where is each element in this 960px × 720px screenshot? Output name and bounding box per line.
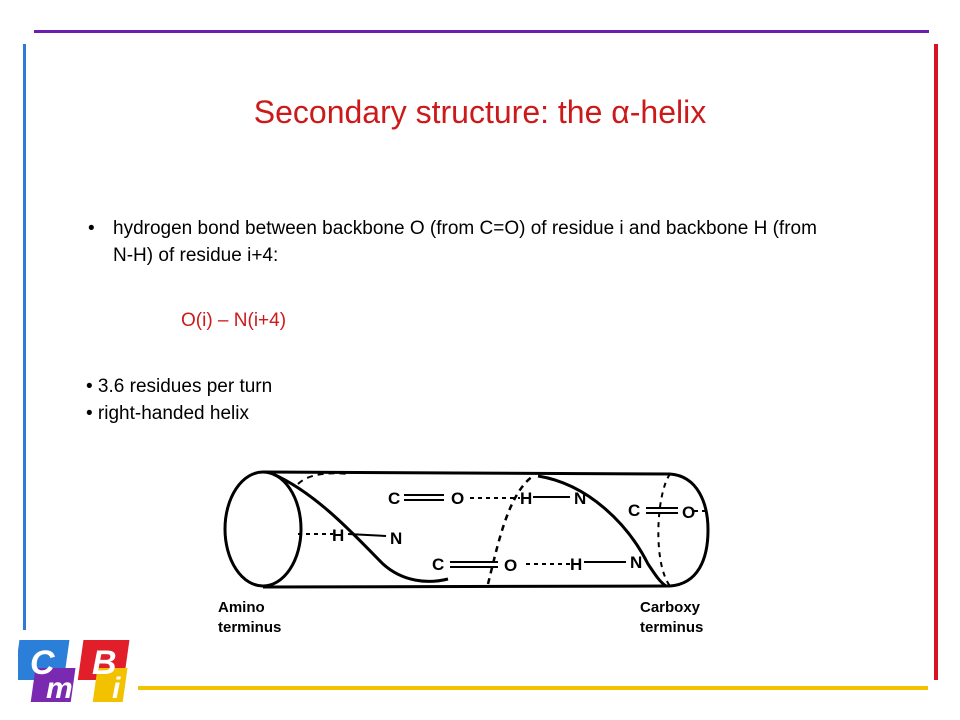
bullet-right-handed: • right-handed helix [86, 403, 249, 424]
atom-o-3: O [682, 503, 695, 522]
amino-label-2: terminus [218, 619, 281, 636]
logo-m-tile [30, 668, 76, 702]
logo-letter-m: m [46, 672, 73, 705]
atom-h-2: H [332, 526, 344, 545]
bullet-residues-per-turn: • 3.6 residues per turn [86, 376, 273, 397]
cylinder-right-end-inner [657, 473, 671, 587]
top-rule [34, 30, 929, 33]
atom-c-2: C [432, 555, 444, 574]
atom-h-3: H [570, 555, 582, 574]
atom-o-1: O [451, 489, 464, 508]
cylinder-left-end [223, 470, 303, 588]
atom-c-1: C [388, 489, 400, 508]
atom-n-1: N [574, 489, 586, 508]
cylinder-bottom-edge [262, 584, 671, 589]
bond-formula: O(i) – N(i+4) [181, 310, 287, 331]
helix-front-2 [537, 474, 667, 588]
bullet-mark: • [88, 218, 95, 239]
atom-o-2: O [504, 556, 517, 575]
right-rule [934, 44, 938, 680]
atom-n-3: N [630, 553, 642, 572]
atom-n-2: N [390, 529, 402, 548]
helix-back-2 [486, 474, 534, 585]
logo-letter-b: B [92, 644, 117, 682]
amino-label-1: Amino [218, 599, 265, 616]
alpha-helix-diagram: C O H N H N C O H N C O Amino terminus C… [218, 470, 710, 636]
bullet-hydrogen-bond: hydrogen bond between backbone O (from C… [113, 218, 817, 266]
cylinder-right-end [669, 472, 710, 588]
carboxy-label-1: Carboxy [640, 599, 701, 616]
slide-title: Secondary structure: the α-helix [253, 94, 707, 130]
helix-front-1 [272, 472, 449, 583]
logo-letter-c: C [30, 644, 55, 682]
left-rule [23, 44, 26, 630]
nh-bond-2 [347, 533, 387, 537]
carboxy-label-2: terminus [640, 619, 703, 636]
logo-letter-i: i [112, 672, 121, 705]
atom-h-1: H [520, 489, 532, 508]
helix-back-1 [297, 472, 349, 485]
cylinder-top-edge [262, 470, 671, 476]
logo-i-tile [92, 668, 128, 702]
bottom-rule [138, 686, 928, 690]
atom-c-3: C [628, 501, 640, 520]
cmbi-logo: C m B i [18, 640, 130, 705]
